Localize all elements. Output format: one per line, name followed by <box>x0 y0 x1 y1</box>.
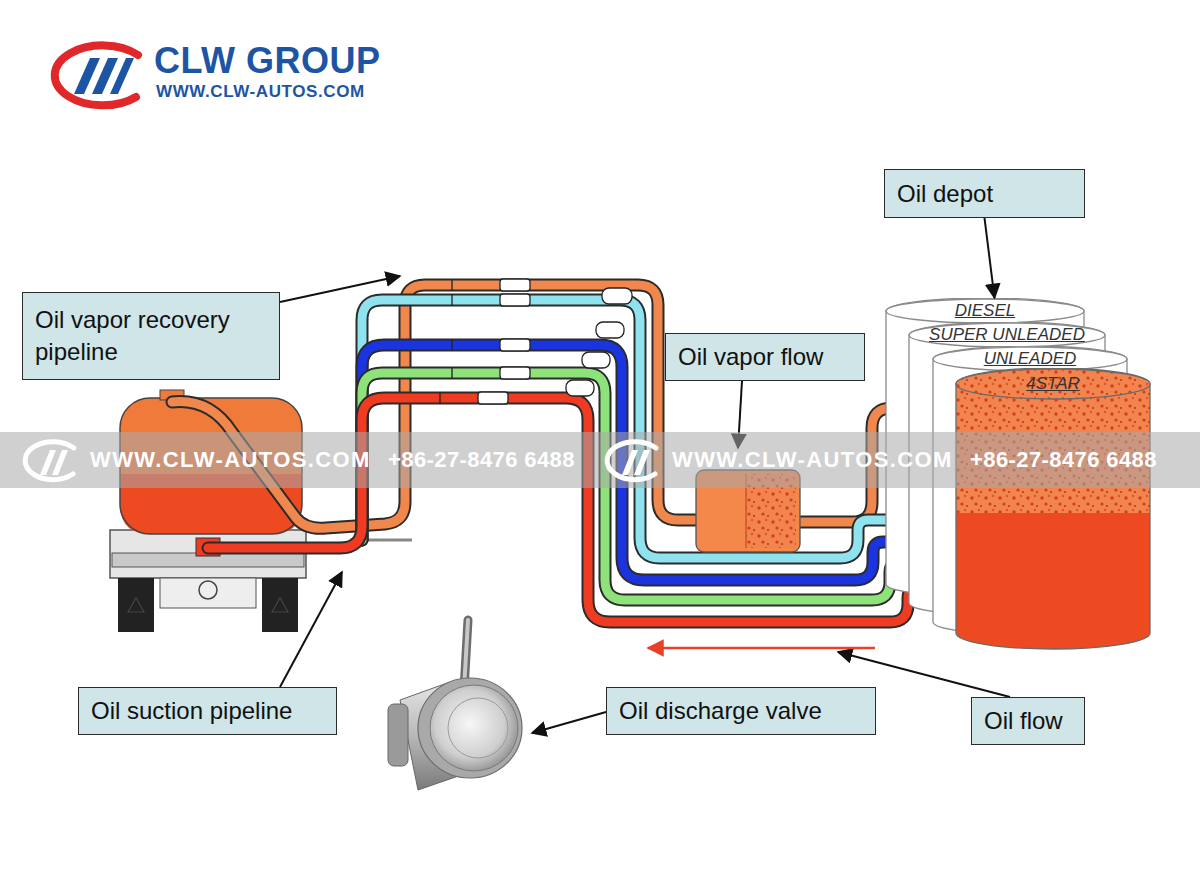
discharge-valve <box>388 704 408 766</box>
callout-box: Oil vapor flow <box>665 333 865 381</box>
tank-label: UNLEADED <box>932 349 1128 369</box>
callout-text: Oil vapor flow <box>678 341 823 373</box>
discharge-valve <box>430 685 518 771</box>
callout-box: Oil flow <box>971 697 1085 745</box>
pipe-valves <box>602 288 632 304</box>
tank-liquid <box>956 513 1150 649</box>
discharge-valve <box>418 678 522 778</box>
watermark-logo <box>607 442 656 480</box>
watermark-logos <box>607 442 656 480</box>
pipe-valves <box>582 352 610 368</box>
leader-lines <box>280 276 400 302</box>
callout-text: Oil discharge valve <box>619 695 822 727</box>
tank-label: DIESEL <box>885 301 1085 321</box>
pipe-valves <box>440 279 632 404</box>
watermark-logos <box>622 450 650 475</box>
pipe-valves <box>500 294 530 306</box>
watermark-text: +86-27-8476 6488 <box>388 447 575 473</box>
pipe-valves <box>566 380 594 396</box>
tank-body <box>956 368 1150 649</box>
fuel-truck <box>199 581 217 599</box>
company-logo <box>110 58 134 94</box>
company-logo <box>55 45 138 105</box>
leader-lines <box>280 572 342 687</box>
storage-tank: 4STAR <box>955 368 1151 650</box>
tank-top <box>886 299 1084 323</box>
tank-label: 4STAR <box>955 374 1151 394</box>
callout-arrow <box>985 218 995 298</box>
callout-text: Oil depot <box>897 178 993 210</box>
fuel-truck <box>262 578 298 632</box>
watermark-logos <box>40 450 68 475</box>
tank-label: SUPER UNLEADED <box>908 325 1106 345</box>
watermark-text: +86-27-8476 6488 <box>970 447 1157 473</box>
callout-box: Oil suction pipeline <box>78 687 337 735</box>
watermark-logo <box>25 442 74 480</box>
company-website: WWW.CLW-AUTOS.COM <box>156 82 365 102</box>
oil-flow-arrow <box>648 647 875 650</box>
callout-box: Oil depot <box>884 169 1085 218</box>
fuel-truck <box>272 598 288 612</box>
pipe-valves <box>596 322 624 338</box>
oil-flow-arrow <box>648 648 875 649</box>
watermark-text: WWW.CLW-AUTOS.COM <box>90 447 371 473</box>
company-name: CLW GROUP <box>154 40 381 82</box>
tank-top <box>956 369 1150 399</box>
pipe-valves <box>500 367 530 379</box>
watermark-logos <box>25 442 74 480</box>
pipe-valves <box>478 392 508 404</box>
callout-box: Oil vapor recovery pipeline <box>22 292 280 380</box>
tank-outline-path <box>956 368 1150 649</box>
pipe-valves <box>500 339 530 351</box>
pipe-valves <box>500 279 530 291</box>
tank-top <box>933 347 1127 371</box>
watermark-text: WWW.CLW-AUTOS.COM <box>672 447 953 473</box>
discharge-valve <box>448 698 508 758</box>
pipe-valves <box>440 279 452 404</box>
leader-lines <box>532 712 606 733</box>
discharge-valve <box>388 620 522 790</box>
fuel-truck <box>160 578 256 608</box>
tank-outline <box>955 368 1151 650</box>
company-logo <box>55 45 138 105</box>
fuel-truck <box>118 578 154 632</box>
callout-box: Oil discharge valve <box>606 687 876 735</box>
fuel-truck <box>128 598 144 612</box>
tank-top <box>909 323 1105 347</box>
callout-text: Oil suction pipeline <box>91 695 292 727</box>
callout-text: Oil flow <box>984 705 1063 737</box>
callout-text: Oil vapor recovery pipeline <box>35 304 267 368</box>
